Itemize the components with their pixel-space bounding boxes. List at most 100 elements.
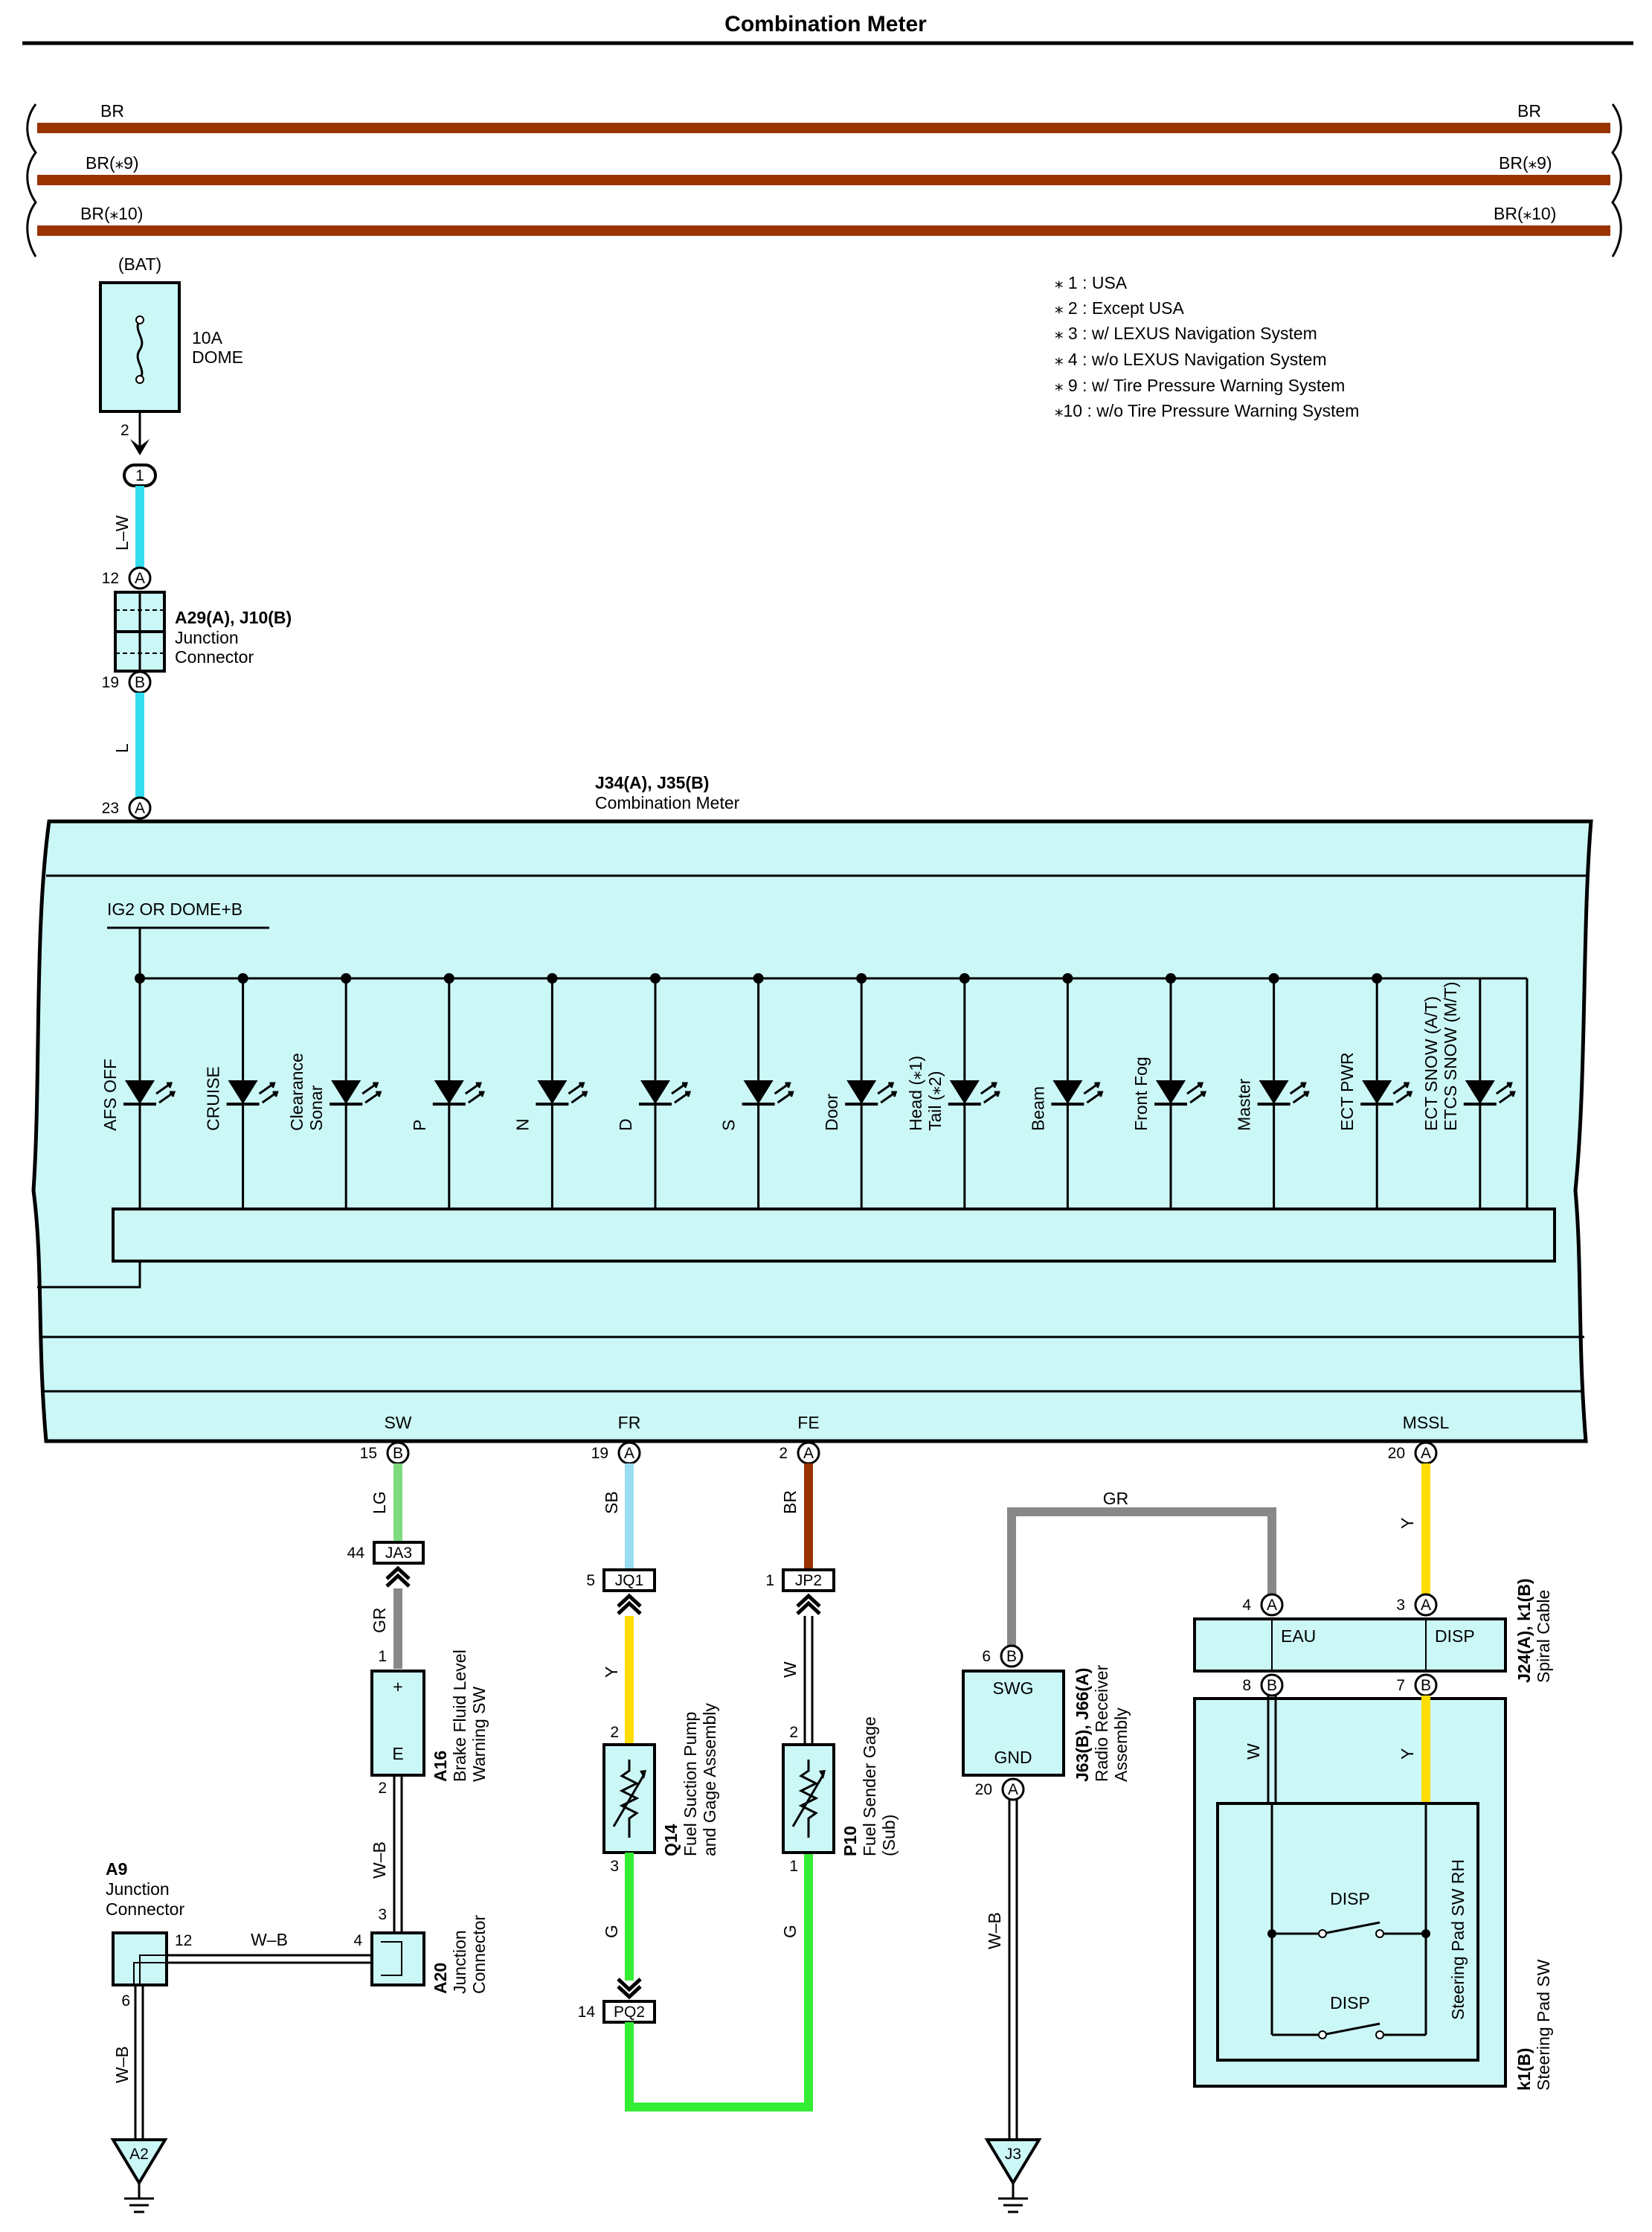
a29-name: A29(A), J10(B) (175, 608, 292, 627)
fuse-pin: 2 (120, 422, 129, 439)
led-label-3-0: P (410, 1120, 429, 1131)
a29-pin-b-number: 19 (102, 674, 119, 691)
wire-w-p10-label: W (780, 1661, 800, 1678)
a16-id: A16 (431, 1751, 450, 1782)
spiral-pin8-letter: B (1267, 1677, 1277, 1694)
fuse-rating: 10A (192, 328, 223, 347)
fuse-source: (BAT) (118, 254, 161, 274)
spiral-pin7-letter: B (1421, 1677, 1431, 1694)
jp2-chevron (796, 1593, 821, 1615)
led-label-4-0: N (512, 1118, 532, 1131)
steering-id: k1(B) (1514, 2047, 1534, 2091)
led-12: ECT PWR (1337, 973, 1413, 1209)
radio-id: J63(B), J66(A) (1073, 1668, 1092, 1782)
a20-internal (381, 1941, 402, 1976)
meter-pin-fr-number: 19 (591, 1445, 608, 1462)
p10-name1: Fuel Sender Gage (860, 1716, 879, 1856)
wire-y-mssl-label: Y (1398, 1518, 1417, 1529)
ja3-chevron (385, 1565, 411, 1588)
a16-pin1: 1 (378, 1648, 387, 1665)
a9-internal (133, 1954, 167, 1985)
wire-w-steering (1267, 1696, 1277, 1803)
wire-y-steering-label: Y (1398, 1748, 1417, 1760)
meter-pin-mssl-number: 20 (1388, 1445, 1405, 1462)
connector-jp2 (782, 1568, 835, 1592)
a9-pin6: 6 (121, 1992, 130, 2010)
led-3: P (410, 973, 485, 1209)
q14-id: Q14 (661, 1824, 681, 1856)
wire-l-label: L (112, 743, 132, 753)
fuse-arrow (130, 439, 150, 455)
p10-pin2: 2 (789, 1724, 798, 1741)
spiral-pin8 (1260, 1673, 1284, 1697)
spiral-id: J24(A), k1(B) (1514, 1578, 1534, 1683)
a20-junction (370, 1931, 425, 1986)
pq2-chevron (617, 1978, 642, 2000)
spiral-pin3-number: 3 (1396, 1597, 1405, 1614)
q14-name1: Fuel Suction Pump (681, 1712, 700, 1856)
led-label-1-0: CRUISE (204, 1066, 223, 1131)
radio-pin20 (1001, 1777, 1025, 1801)
bus-label-right-3: BR(⁎10) (1494, 204, 1556, 223)
a9-pin12: 12 (175, 1932, 192, 1949)
led-1: CRUISE (204, 973, 279, 1209)
br-bus (26, 103, 1622, 257)
radio-pin6-number: 6 (982, 1648, 991, 1665)
a20-pin4: 4 (353, 1932, 362, 1949)
ground-a2 (110, 2138, 168, 2213)
a16-switch (370, 1670, 425, 1777)
note-6: ⁎10 : w/o Tire Pressure Warning System (1055, 401, 1359, 420)
note-4: ⁎ 4 : w/o LEXUS Navigation System (1055, 350, 1327, 369)
bus-label-left-3: BR(⁎10) (80, 204, 143, 223)
wire-wb-a9-a20 (167, 1954, 372, 1964)
note-1: ⁎ 1 : USA (1055, 273, 1128, 292)
note-2: ⁎ 2 : Except USA (1055, 298, 1185, 318)
wire-wb-a16 (393, 1775, 403, 1933)
connector-jq1-name: JQ1 (615, 1572, 644, 1589)
a16-pin2: 2 (378, 1780, 387, 1797)
meter-in-pin-number: 23 (102, 800, 119, 817)
a9-name2: Connector (106, 1899, 184, 1919)
q14-pin2: 2 (610, 1724, 619, 1741)
spiral-pin4 (1260, 1593, 1284, 1617)
led-label-11-0: Master (1235, 1078, 1254, 1131)
bus-label-right-1: BR (1517, 101, 1541, 121)
led-0: AFS OFF (100, 973, 176, 1209)
steering-rh-label: Steering Pad SW RH (1448, 1859, 1468, 2020)
led-6: S (719, 973, 794, 1209)
a29-pin-a (128, 566, 152, 590)
a9-name1: Junction (106, 1879, 170, 1899)
led-5: D (616, 973, 692, 1209)
wire-sb-label: SB (602, 1491, 621, 1514)
led-10: Front Fog (1131, 973, 1207, 1209)
a29-desc-2: Connector (175, 647, 254, 667)
wire-wb-a2 (134, 1985, 144, 2140)
led-label-2-1: Sonar (306, 1085, 326, 1131)
wire-wb-a16-label: W–B (370, 1841, 389, 1879)
meter-out-label-fr: FR (618, 1413, 641, 1432)
spiral-pin4-letter: A (1267, 1597, 1277, 1614)
spiral-pin7-number: 7 (1396, 1677, 1405, 1694)
spiral-disp: DISP (1435, 1626, 1475, 1646)
connector-jp2-name: JP2 (795, 1572, 822, 1589)
ground-j3 (984, 2138, 1042, 2213)
radio-pin20-letter: A (1008, 1781, 1018, 1798)
meter-desc: Combination Meter (595, 793, 740, 812)
spiral-pin8-number: 8 (1242, 1677, 1251, 1694)
ground-j3-label: J3 (1005, 2146, 1021, 2163)
wire-gr-a16-label: GR (370, 1608, 389, 1634)
radio-pin6-letter: B (1006, 1648, 1017, 1665)
led-7: Door (822, 973, 898, 1209)
connector-ja3-pin: 44 (347, 1545, 365, 1562)
radio-gnd: GND (994, 1748, 1032, 1767)
led-label-8-1: Tail (⁎2) (925, 1071, 945, 1131)
meter-out-label-mssl: MSSL (1403, 1413, 1450, 1432)
p10-id: P10 (841, 1826, 860, 1856)
a20-name1: Junction (450, 1930, 469, 1994)
a16-name2: Warning SW (469, 1686, 489, 1782)
a16-name1: Brake Fluid Level (450, 1649, 469, 1782)
connector-jq1-pin: 5 (586, 1572, 595, 1589)
note-5: ⁎ 9 : w/ Tire Pressure Warning System (1055, 376, 1345, 395)
